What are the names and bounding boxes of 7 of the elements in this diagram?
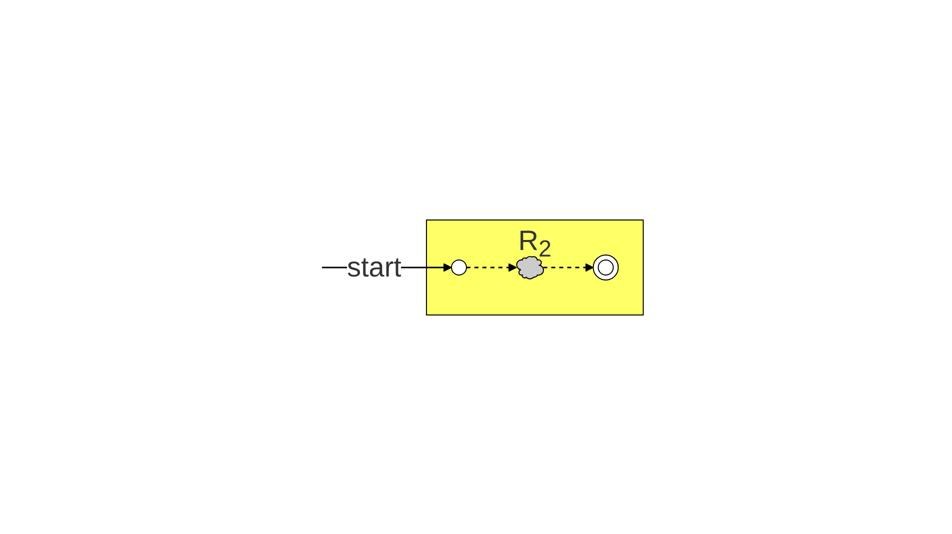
node-circle — [593, 254, 620, 280]
arrow — [466, 262, 518, 272]
arrow — [544, 262, 594, 272]
edge-label: start — [347, 250, 402, 282]
node-circle — [451, 259, 468, 275]
cluster: R$_{2}$ — [426, 219, 644, 315]
node-cloud — [516, 256, 544, 279]
